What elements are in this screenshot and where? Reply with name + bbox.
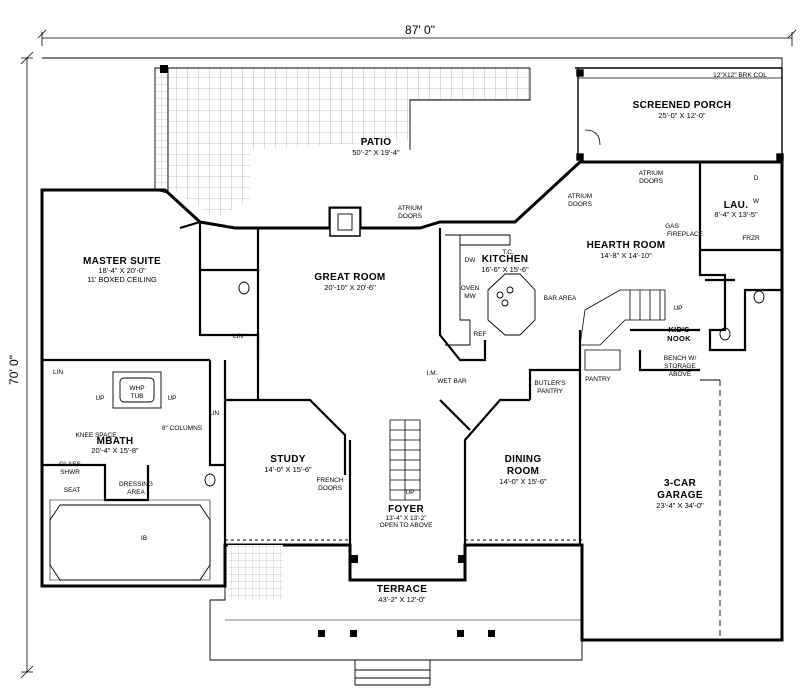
garage-name-line1: 3-CAR	[664, 478, 697, 489]
exterior-walls	[40, 160, 784, 642]
linen-2: LIN	[53, 369, 63, 376]
dressing-line2: AREA	[127, 489, 145, 496]
hearth-stairs-up: UP	[673, 305, 682, 312]
frzr-label: FRZR	[742, 235, 760, 242]
master-suite-dim: 18'-4" X 20'-0"	[98, 266, 146, 275]
ib-label: IB	[141, 535, 147, 542]
screened-porch	[575, 67, 784, 163]
bench-line1: BENCH W/	[664, 355, 697, 362]
dining-dim: 14'-0" X 15'-6"	[499, 477, 547, 486]
mw-label: MW	[464, 293, 476, 300]
master-suite-note: 11' BOXED CEILING	[87, 275, 157, 284]
bench-line3: ABOVE	[669, 371, 692, 378]
foyer-dim: 13'-4" X 13'-2"	[385, 515, 427, 522]
atrium-doors-3-line1: ATRIUM	[639, 170, 663, 177]
kitchen-name: KITCHEN	[482, 254, 529, 265]
hearth-staircase	[579, 289, 666, 371]
foyer-note: OPEN TO ABOVE	[380, 522, 434, 529]
butlers-pantry-line1: BUTLER'S	[534, 380, 566, 387]
overall-width: 87' 0"	[405, 23, 435, 37]
great-room-name: GREAT ROOM	[314, 272, 385, 283]
terrace	[209, 539, 583, 686]
great-room-dim: 20'-10" X 20'-6"	[324, 283, 376, 292]
whp-tub-line2: TUB	[131, 393, 144, 400]
kids-nook-line2: NOOK	[667, 334, 691, 343]
seat-label: SEAT	[64, 487, 81, 494]
linen-1: LIN	[233, 333, 243, 340]
french-doors-line1: FRENCH	[316, 477, 343, 484]
foyer-stairs-up: UP	[405, 489, 414, 496]
terrace-dim: 43'-2" X 12'-0"	[378, 595, 426, 604]
oven-label: OVEN	[461, 285, 480, 292]
mbath-dim: 20'-4" X 15'-8"	[91, 446, 139, 455]
dw-label: DW	[465, 257, 477, 264]
hearth-room-dim: 14'-8" X 14'-10"	[600, 251, 652, 260]
glass-shower-line1: GLASS	[59, 461, 81, 468]
atrium-doors-1-line2: DOORS	[398, 213, 423, 220]
fixtures	[49, 207, 765, 641]
brick-column-label: 12"X12" BRK COL	[713, 72, 767, 79]
garage-dim: 23'-4" X 34'-0"	[656, 501, 704, 510]
wet-bar-line2: WET BAR	[437, 378, 467, 385]
study-name: STUDY	[270, 454, 305, 465]
columns	[160, 65, 495, 637]
foyer-name: FOYER	[388, 504, 424, 515]
tc-label: T.C.	[502, 249, 514, 256]
atrium-doors-1-line1: ATRIUM	[398, 205, 422, 212]
hearth-room-name: HEARTH ROOM	[587, 240, 666, 251]
linen-3: LIN	[209, 410, 219, 417]
dressing-line1: DRESSING	[119, 481, 153, 488]
overall-depth: 70' 0"	[7, 355, 21, 385]
atrium-doors-2-line1: ATRIUM	[568, 193, 592, 200]
patio-name: PATIO	[361, 137, 392, 148]
kids-nook-line1: KID'S	[668, 325, 689, 334]
laundry-name: LAU.	[724, 200, 749, 211]
bar-area-label: BAR AREA	[544, 295, 577, 302]
fireplace-label: FIREPLACE	[667, 231, 704, 238]
patio-dim: 50'-2" X 19'-4"	[352, 148, 400, 157]
bench-line2: STORAGE	[664, 363, 696, 370]
laundry-dim: 8'-4" X 13'-5"	[714, 210, 758, 219]
patio-area	[42, 57, 783, 218]
pantry-label: PANTRY	[585, 376, 611, 383]
wet-bar-line1: I.M.	[427, 370, 438, 377]
screened-porch-name: SCREENED PORCH	[633, 100, 732, 111]
dryer-label: D	[754, 175, 759, 182]
french-doors-line2: DOORS	[318, 485, 343, 492]
master-suite-name: MASTER SUITE	[83, 256, 161, 267]
washer-label: W	[753, 198, 760, 205]
dimension-lines	[20, 29, 797, 679]
atrium-doors-3-line2: DOORS	[639, 178, 664, 185]
columns-label: 8" COLUMNS	[162, 425, 203, 432]
knee-space-label: KNEE SPACE	[75, 432, 117, 439]
kitchen-dim: 16'-6" X 15'-6"	[481, 265, 529, 274]
glass-shower-line2: SHWR	[60, 469, 80, 476]
study-dim: 14'-0" X 15'-6"	[264, 465, 312, 474]
ref-label: REF	[474, 331, 487, 338]
terrace-name: TERRACE	[377, 584, 427, 595]
foyer-staircase	[389, 419, 421, 501]
interior-walls	[42, 162, 782, 545]
butlers-pantry-line2: PANTRY	[537, 388, 563, 395]
screened-porch-dim: 25'-0" X 12'-0"	[658, 111, 706, 120]
mbath-name: MBATH	[97, 436, 134, 447]
gas-label: GAS	[665, 223, 679, 230]
atrium-doors-2-line2: DOORS	[568, 201, 593, 208]
mbath-up-left: UP	[95, 395, 104, 402]
mbath-up-right: UP	[167, 395, 176, 402]
whp-tub-line1: WHP	[129, 385, 144, 392]
dining-name-line1: DINING	[505, 454, 542, 465]
garage-name-line2: GARAGE	[657, 490, 703, 501]
dining-name-line2: ROOM	[507, 466, 539, 477]
